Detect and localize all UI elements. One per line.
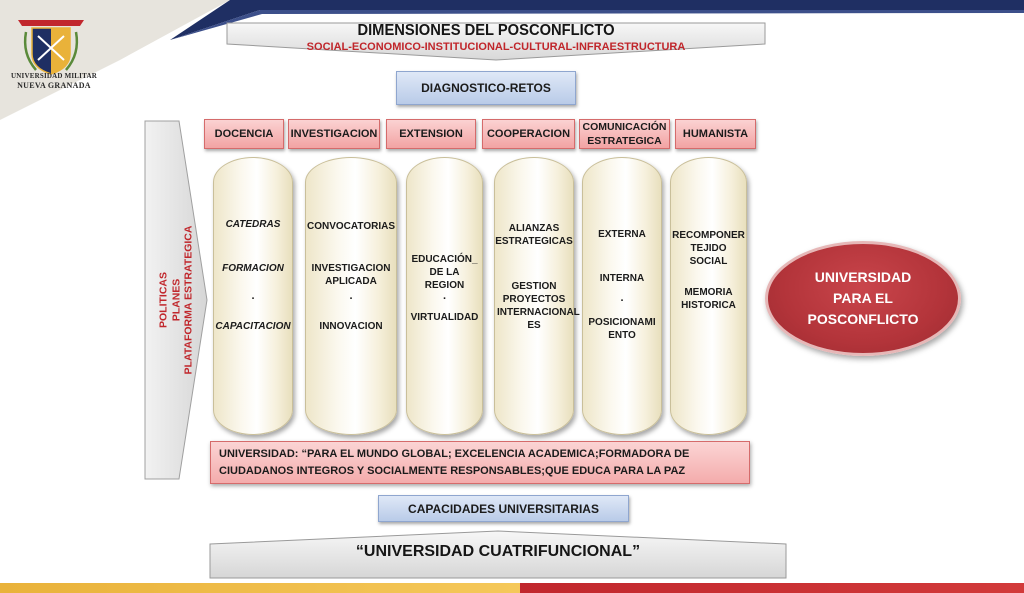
ellipse-text-line: PARA EL [833,290,893,306]
pillar-header-humanista: HUMANISTA [675,119,756,149]
bottom-red-bar [520,583,1024,593]
pillar-item: POSICIONAMI ENTO [588,317,656,341]
pillar-investigacion: CONVOCATORIAS INVESTIGACION APLICADA . I… [305,157,397,435]
arrow-text-line: PLANES [169,278,182,322]
pillar-humanista: RECOMPONER TEJIDO SOCIAL MEMORIA HISTORI… [670,157,747,435]
pillar-item: CAPACITACION [215,321,291,332]
diagnostico-box: DIAGNOSTICO-RETOS [396,71,576,105]
pillar-item: . [620,292,624,304]
ellipse-text-line: UNIVERSIDAD [814,269,912,285]
pillar-item: INNOVACION [319,321,383,332]
pillar-docencia: CATEDRAS FORMACION . CAPACITACION [213,157,293,435]
pillar-item: . [251,290,255,302]
pillar-comunicacion: EXTERNA INTERNA . POSICIONAMI ENTO [582,157,662,435]
bottom-banner-shape [209,530,787,579]
university-crest-logo [18,20,84,75]
pillar-item: MEMORIA HISTORICA [681,287,736,311]
capacidades-box: CAPACIDADES UNIVERSITARIAS [378,495,629,522]
pillar-item: VIRTUALIDAD [410,312,479,323]
pillar-item: FORMACION [222,263,284,274]
pillar-item: CATEDRAS [225,219,281,230]
pillar-header-cooperacion: COOPERACION [482,119,575,149]
pillar-item: . [349,290,353,302]
bottom-title: “UNIVERSIDAD CUATRIFUNCIONAL” [355,543,641,560]
pillar-cooperacion: ALIANZAS ESTRATEGICAS GESTION PROYECTOS … [494,157,580,435]
header-title: DIMENSIONES DEL POSCONFLICTO [357,22,615,39]
pillar-header-extension: EXTENSION [386,119,476,149]
pillar-header-investigacion: INVESTIGACION [288,119,380,149]
mission-statement: UNIVERSIDAD: “PARA EL MUNDO GLOBAL; EXCE… [210,441,750,484]
universidad-posconflicto-ellipse: UNIVERSIDAD PARA EL POSCONFLICTO [765,241,961,356]
header-subtitle: SOCIAL-ECONOMICO-INSTITUCIONAL-CULTURAL-… [306,41,686,53]
pillar-item: ALIANZAS ESTRATEGICAS [495,223,573,247]
pillar-item: EXTERNA [598,229,646,240]
arrow-text-line: PLATAFORMA ESTRATEGICA [182,225,195,375]
pillar-item: GESTION PROYECTOS INTERNACIONAL ES [497,281,580,331]
pillar-item: INTERNA [599,273,645,284]
pillar-header-comunicacion: COMUNICACIÓN ESTRATEGICA [579,119,670,149]
left-strategy-arrow [144,120,208,480]
logo-text-line2: NUEVA GRANADA [17,81,91,90]
arrow-text-line: POLITICAS [157,272,170,329]
ellipse-text-line: POSCONFLICTO [807,311,919,327]
pillar-item: RECOMPONER TEJIDO SOCIAL [672,230,745,267]
pillar-item: . [442,290,447,302]
pillar-header-docencia: DOCENCIA [204,119,284,149]
header-banner-shape [226,22,766,61]
pillar-item: INVESTIGACION APLICADA [311,263,391,287]
bottom-gold-bar [0,583,520,593]
logo-text-line1: UNIVERSIDAD MILITAR [11,72,97,80]
pillar-item: CONVOCATORIAS [307,221,395,232]
pillar-item: EDUCACIÓN_ DE LA REGION [411,254,478,291]
pillar-extension: EDUCACIÓN_ DE LA REGION . VIRTUALIDAD [406,157,483,435]
